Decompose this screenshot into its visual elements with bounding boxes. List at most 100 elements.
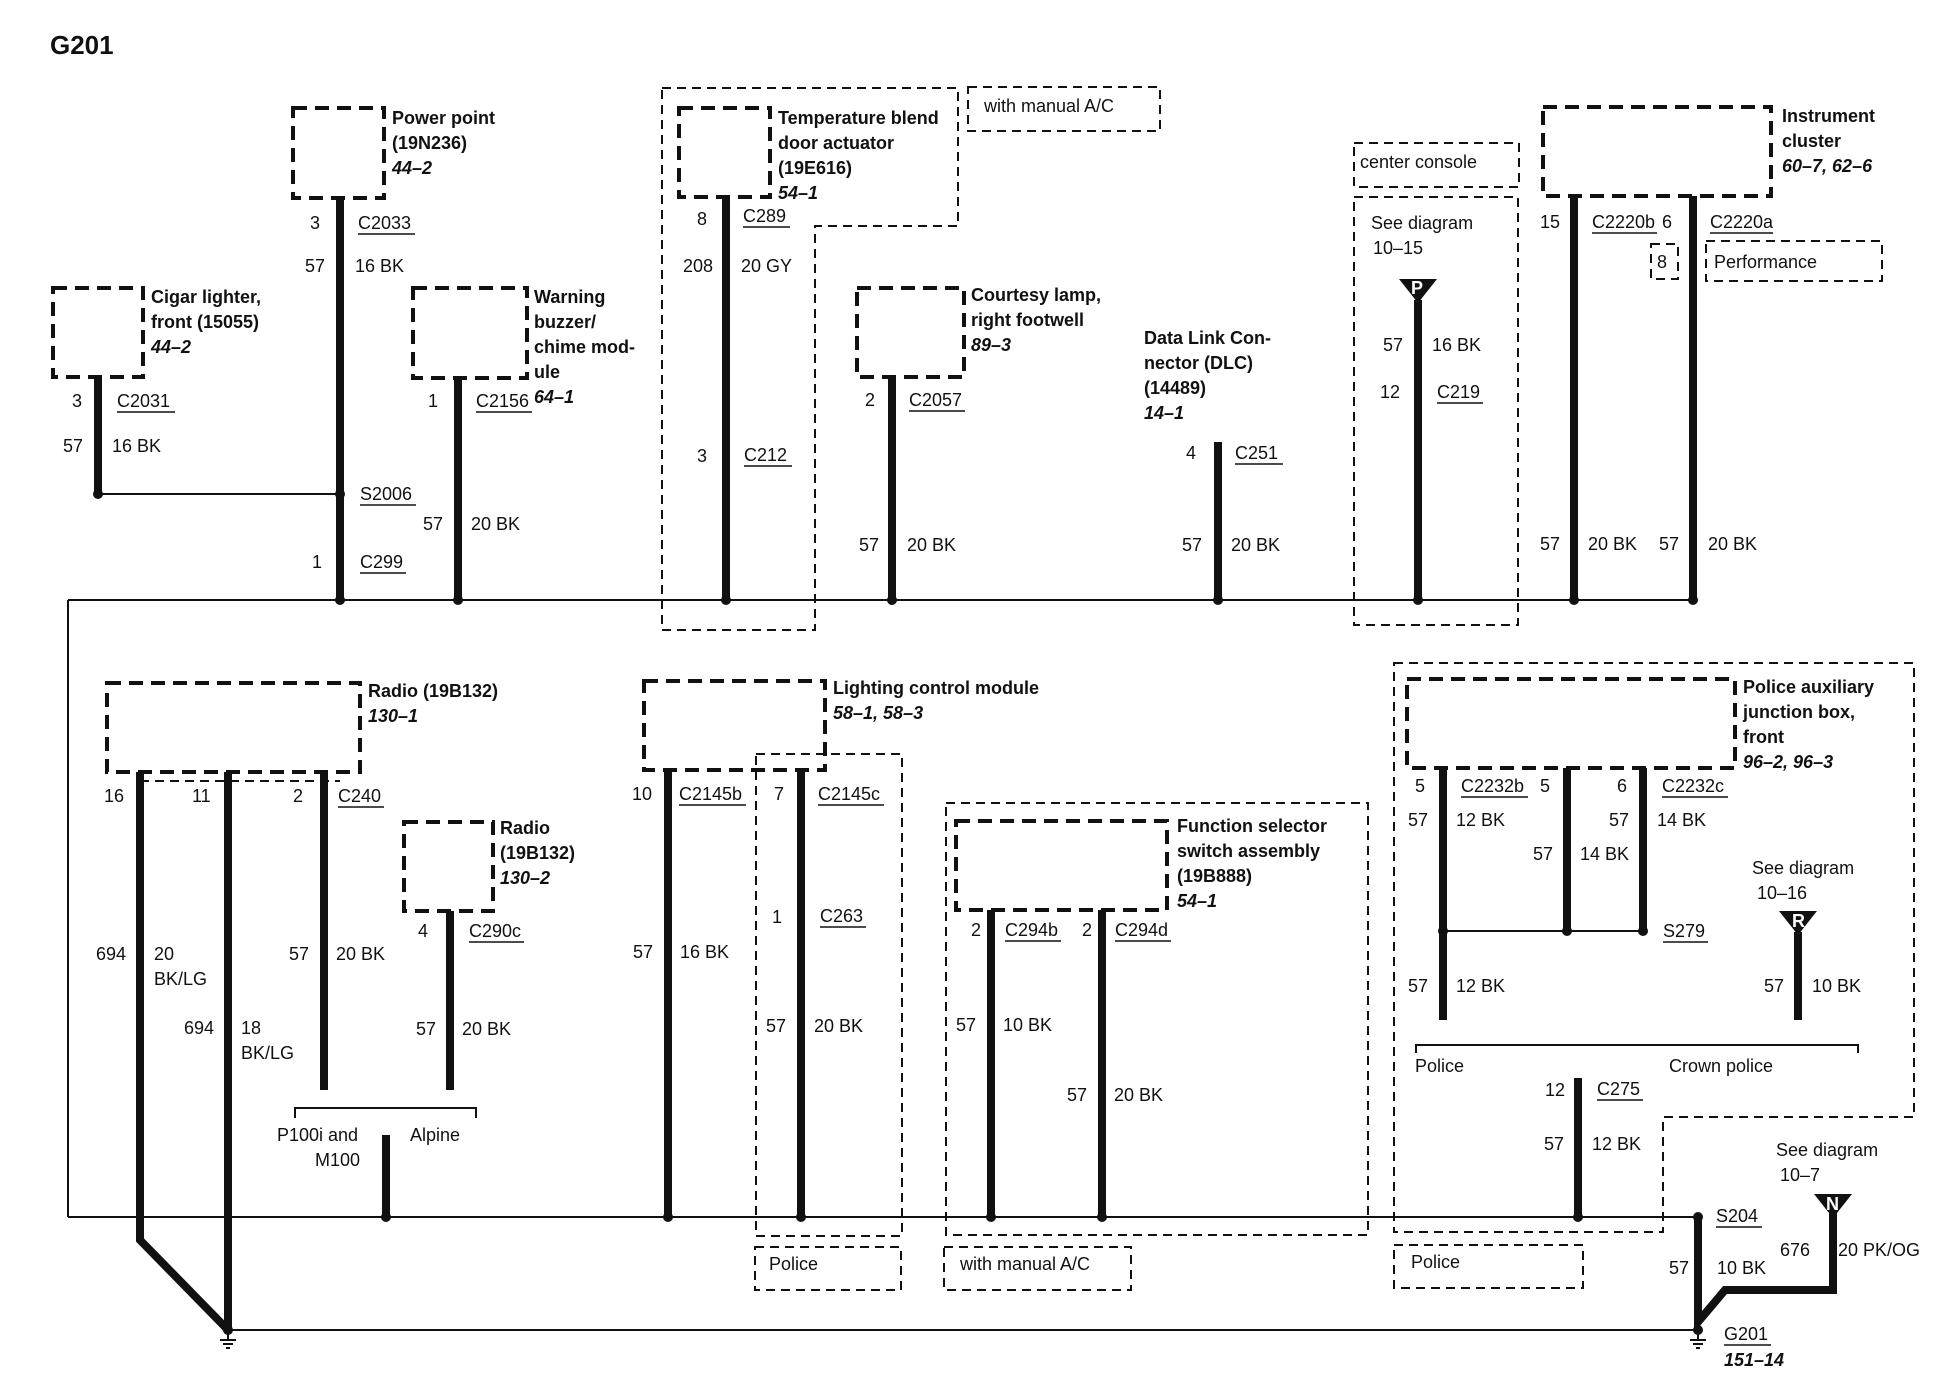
svg-text:57: 57 [423, 514, 443, 534]
svg-text:N: N [1826, 1194, 1839, 1214]
svg-text:16: 16 [104, 786, 124, 806]
svg-text:57: 57 [1659, 534, 1679, 554]
g201-wire [1694, 1200, 1837, 1333]
temp-blend-box [677, 106, 772, 199]
svg-text:R: R [1792, 911, 1805, 931]
cigar-lighter-name1: Cigar lighter, [151, 287, 261, 307]
ground-icon [1690, 1325, 1706, 1349]
svg-text:C290c: C290c [469, 921, 521, 941]
svg-text:C240: C240 [338, 786, 381, 806]
svg-text:Police: Police [1411, 1252, 1460, 1272]
svg-text:10 BK: 10 BK [1812, 976, 1861, 996]
svg-text:See diagram: See diagram [1752, 858, 1854, 878]
svg-text:6: 6 [1617, 776, 1627, 796]
svg-text:57: 57 [1544, 1134, 1564, 1154]
svg-text:5: 5 [1540, 776, 1550, 796]
svg-text:20 PK/OG: 20 PK/OG [1838, 1240, 1920, 1260]
svg-text:8: 8 [1657, 252, 1667, 272]
svg-text:Courtesy lamp,: Courtesy lamp, [971, 285, 1101, 305]
with-manual-ac-bottom-box [943, 1246, 1132, 1291]
function-selector-frame [945, 802, 1369, 1236]
svg-text:front: front [1743, 727, 1784, 747]
svg-text:20 BK: 20 BK [907, 535, 956, 555]
svg-text:18: 18 [241, 1018, 261, 1038]
svg-text:12 BK: 12 BK [1456, 810, 1505, 830]
svg-text:10–7: 10–7 [1780, 1165, 1820, 1185]
power-point-name: Power point [392, 108, 495, 128]
svg-text:10 BK: 10 BK [1717, 1258, 1766, 1278]
svg-text:60–7, 62–6: 60–7, 62–6 [1782, 156, 1873, 176]
svg-text:Police: Police [1415, 1056, 1464, 1076]
svg-text:BK/LG: BK/LG [241, 1043, 294, 1063]
power-point-ref: 44–2 [391, 158, 432, 178]
svg-text:676: 676 [1780, 1240, 1810, 1260]
svg-text:C2232c: C2232c [1662, 776, 1724, 796]
svg-text:See diagram: See diagram [1371, 213, 1473, 233]
svg-text:S204: S204 [1716, 1206, 1758, 1226]
svg-text:C2232b: C2232b [1461, 776, 1524, 796]
svg-text:57: 57 [633, 942, 653, 962]
svg-text:ule: ule [534, 362, 560, 382]
radio2-box [402, 820, 495, 913]
svg-text:C2145b: C2145b [679, 784, 742, 804]
instrument-cluster-box [1541, 105, 1773, 198]
svg-text:Radio (19B132): Radio (19B132) [368, 681, 498, 701]
svg-text:Alpine: Alpine [410, 1125, 460, 1145]
svg-text:2: 2 [971, 920, 981, 940]
radio1-wire-16 [136, 772, 231, 1333]
radio1-box [105, 681, 362, 774]
svg-text:20 BK: 20 BK [462, 1019, 511, 1039]
svg-text:with manual A/C: with manual A/C [983, 96, 1114, 116]
svg-text:3: 3 [697, 446, 707, 466]
svg-text:10–15: 10–15 [1373, 238, 1423, 258]
lcm-box [642, 679, 827, 772]
svg-text:Function selector: Function selector [1177, 816, 1327, 836]
svg-text:C2220a: C2220a [1710, 212, 1774, 232]
radio-option-bracket [294, 1107, 477, 1118]
svg-text:center console: center console [1360, 152, 1477, 172]
svg-text:door actuator: door actuator [778, 133, 894, 153]
svg-text:C212: C212 [744, 445, 787, 465]
see-diagram-r-flag [1779, 911, 1817, 935]
svg-text:2: 2 [1082, 920, 1092, 940]
svg-text:nector (DLC): nector (DLC) [1144, 353, 1253, 373]
svg-text:C2156: C2156 [476, 391, 529, 411]
s2006-label: S2006 [360, 484, 412, 504]
police-branch-bracket [1415, 1044, 1859, 1053]
svg-text:P100i and: P100i and [277, 1125, 358, 1145]
svg-text:3: 3 [72, 391, 82, 411]
svg-text:14–1: 14–1 [1144, 403, 1184, 423]
ground-icon [220, 1325, 236, 1349]
svg-text:2: 2 [293, 786, 303, 806]
g201-label: G201 [1724, 1324, 1768, 1344]
svg-text:Data Link Con-: Data Link Con- [1144, 328, 1271, 348]
svg-text:57: 57 [1182, 535, 1202, 555]
svg-text:12: 12 [1545, 1080, 1565, 1100]
svg-text:130–2: 130–2 [500, 868, 550, 888]
svg-text:Temperature blend: Temperature blend [778, 108, 939, 128]
svg-text:20: 20 [154, 944, 174, 964]
svg-text:C263: C263 [820, 906, 863, 926]
svg-text:BK/LG: BK/LG [154, 969, 207, 989]
svg-text:57: 57 [1383, 335, 1403, 355]
center-console-box [1353, 142, 1520, 188]
diagram-title: G201 [50, 30, 114, 60]
svg-text:54–1: 54–1 [778, 183, 818, 203]
svg-text:C2057: C2057 [909, 390, 962, 410]
svg-text:2: 2 [865, 390, 875, 410]
svg-text:10 BK: 10 BK [1003, 1015, 1052, 1035]
svg-text:(19E616): (19E616) [778, 158, 852, 178]
svg-text:14 BK: 14 BK [1580, 844, 1629, 864]
svg-text:208: 208 [683, 256, 713, 276]
svg-text:with manual A/C: with manual A/C [959, 1254, 1090, 1274]
police-option-frame [1393, 662, 1915, 1233]
svg-text:switch assembly: switch assembly [1177, 841, 1320, 861]
svg-text:20 BK: 20 BK [1588, 534, 1637, 554]
svg-text:C2145c: C2145c [818, 784, 880, 804]
svg-text:16 BK: 16 BK [680, 942, 729, 962]
svg-text:chime mod-: chime mod- [534, 337, 635, 357]
svg-text:57: 57 [1609, 810, 1629, 830]
power-point-pin: 3 [310, 213, 320, 233]
c2033-label: C2033 [358, 213, 411, 233]
svg-text:64–1: 64–1 [534, 387, 574, 407]
